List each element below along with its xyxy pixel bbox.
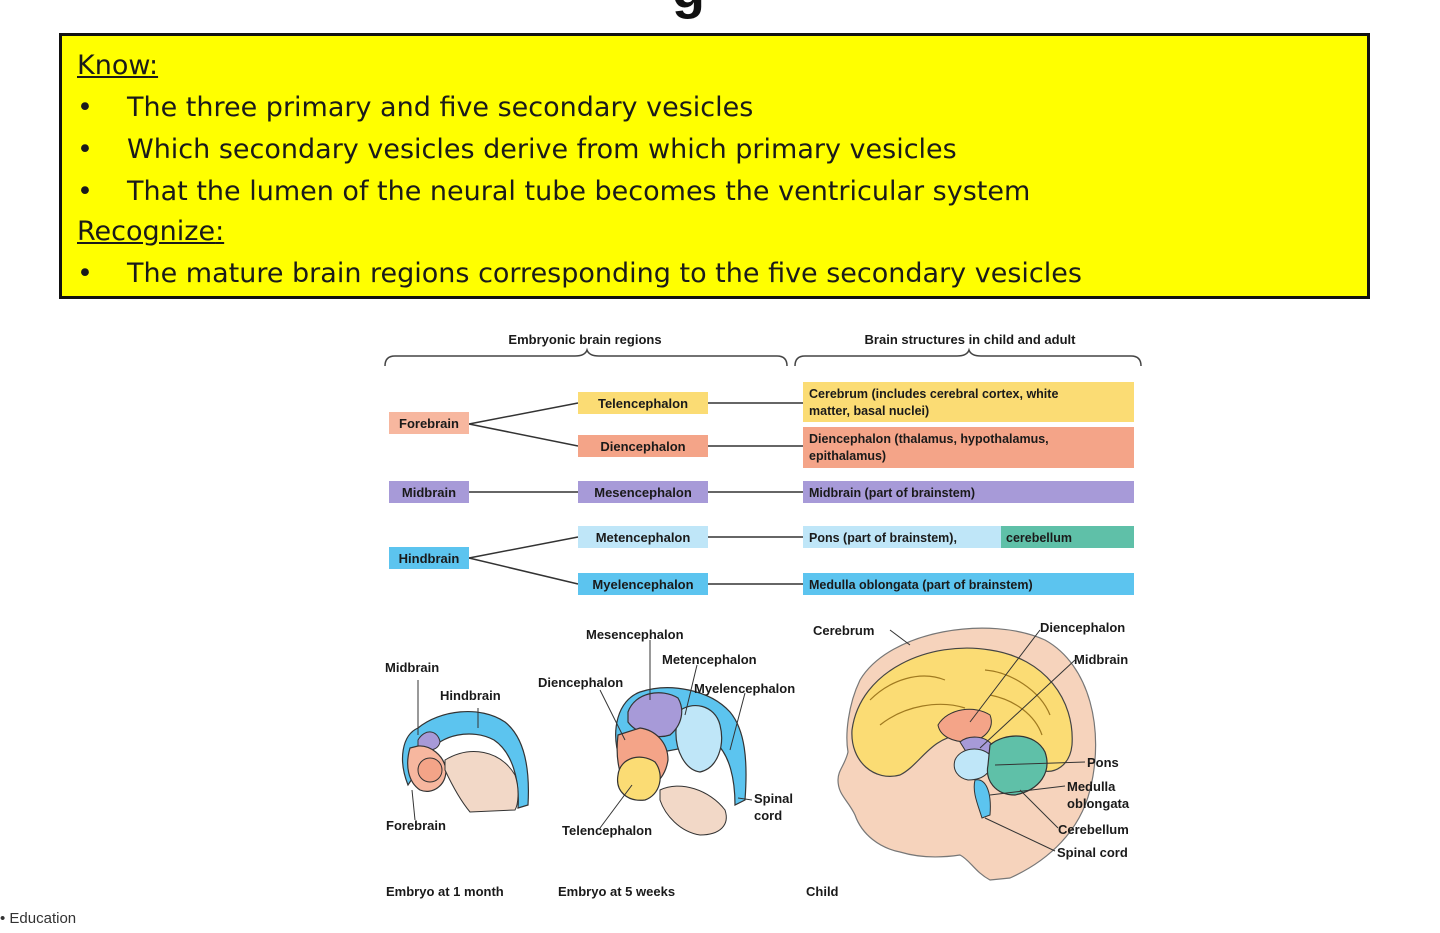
know-heading: Know: bbox=[77, 50, 159, 81]
brace-embryonic bbox=[384, 347, 788, 367]
svg-text:Pons (part of brainstem),: Pons (part of brainstem), bbox=[809, 531, 957, 545]
primary-midbrain: Midbrain bbox=[389, 481, 469, 503]
svg-text:epithalamus): epithalamus) bbox=[809, 449, 886, 463]
svg-text:Hindbrain: Hindbrain bbox=[399, 551, 460, 566]
secondary-telencephalon: Telencephalon bbox=[578, 392, 708, 414]
label-e2-telencephalon: Telencephalon bbox=[562, 823, 652, 838]
label-e2-metencephalon: Metencephalon bbox=[662, 652, 757, 667]
label-e2-cord: cord bbox=[754, 808, 782, 823]
svg-text:Midbrain (part of brainstem): Midbrain (part of brainstem) bbox=[809, 486, 975, 500]
label-e1-midbrain: Midbrain bbox=[385, 660, 439, 675]
svg-text:Diencephalon: Diencephalon bbox=[600, 439, 685, 454]
label-e1-forebrain: Forebrain bbox=[386, 818, 446, 833]
svg-text:Metencephalon: Metencephalon bbox=[596, 530, 691, 545]
learning-objectives-box: Know: •The three primary and five second… bbox=[59, 33, 1370, 299]
know-item: •That the lumen of the neural tube becom… bbox=[77, 176, 1031, 207]
primary-hindbrain: Hindbrain bbox=[389, 547, 469, 569]
recognize-item: •The mature brain regions corresponding … bbox=[77, 258, 1082, 289]
label-e2-myelencephalon: Myelencephalon bbox=[694, 681, 795, 696]
label-child-diencephalon: Diencephalon bbox=[1040, 620, 1125, 635]
svg-text:Telencephalon: Telencephalon bbox=[598, 396, 688, 411]
svg-text:Cerebrum (includes cerebral co: Cerebrum (includes cerebral cortex, whit… bbox=[809, 387, 1058, 401]
svg-text:Myelencephalon: Myelencephalon bbox=[592, 577, 693, 592]
secondary-diencephalon: Diencephalon bbox=[578, 435, 708, 457]
svg-text:Midbrain: Midbrain bbox=[402, 485, 456, 500]
adult-pons-cerebellum: Pons (part of brainstem), cerebellum bbox=[803, 526, 1134, 548]
label-e2-spinal: Spinal bbox=[754, 791, 793, 806]
label-e2-mesencephalon: Mesencephalon bbox=[586, 627, 684, 642]
recognize-heading: Recognize: bbox=[77, 216, 225, 247]
adult-cerebrum: Cerebrum (includes cerebral cortex, whit… bbox=[803, 382, 1134, 422]
secondary-myelencephalon: Myelencephalon bbox=[578, 573, 708, 595]
publisher-credit: • Education bbox=[0, 910, 77, 927]
embryo-1-month-illustration bbox=[401, 680, 529, 821]
header-embryonic: Embryonic brain regions bbox=[508, 332, 661, 347]
brace-adult bbox=[794, 347, 1142, 367]
label-child-cerebrum: Cerebrum bbox=[813, 623, 874, 638]
child-brain-illustration bbox=[837, 627, 1097, 881]
primary-forebrain: Forebrain bbox=[389, 412, 469, 434]
svg-text:Mesencephalon: Mesencephalon bbox=[594, 485, 692, 500]
svg-text:Medulla oblongata (part of bra: Medulla oblongata (part of brainstem) bbox=[809, 578, 1033, 592]
secondary-mesencephalon: Mesencephalon bbox=[578, 481, 708, 503]
adult-diencephalon: Diencephalon (thalamus, hypothalamus, ep… bbox=[803, 427, 1134, 468]
label-child-cerebellum: Cerebellum bbox=[1058, 822, 1129, 837]
svg-text:Diencephalon (thalamus, hypoth: Diencephalon (thalamus, hypothalamus, bbox=[809, 432, 1049, 446]
caption-embryo-1-month: Embryo at 1 month bbox=[386, 884, 504, 899]
secondary-metencephalon: Metencephalon bbox=[578, 526, 708, 548]
label-child-pons: Pons bbox=[1087, 755, 1119, 770]
know-item: •Which secondary vesicles derive from wh… bbox=[77, 134, 957, 165]
label-child-midbrain: Midbrain bbox=[1074, 652, 1128, 667]
know-item: •The three primary and five secondary ve… bbox=[77, 92, 754, 123]
label-child-spinal-cord: Spinal cord bbox=[1057, 845, 1128, 860]
adult-medulla: Medulla oblongata (part of brainstem) bbox=[803, 573, 1134, 595]
connector-lines bbox=[468, 402, 803, 585]
header-adult: Brain structures in child and adult bbox=[865, 332, 1077, 347]
adult-midbrain: Midbrain (part of brainstem) bbox=[803, 481, 1134, 503]
svg-text:matter, basal nuclei): matter, basal nuclei) bbox=[809, 404, 929, 418]
label-e2-diencephalon: Diencephalon bbox=[538, 675, 623, 690]
caption-child: Child bbox=[806, 884, 839, 899]
caption-embryo-5-weeks: Embryo at 5 weeks bbox=[558, 884, 675, 899]
embryo-5-weeks-illustration bbox=[599, 640, 753, 836]
label-e1-hindbrain: Hindbrain bbox=[440, 688, 501, 703]
svg-text:cerebellum: cerebellum bbox=[1006, 531, 1072, 545]
label-child-oblongata: oblongata bbox=[1067, 796, 1130, 811]
label-child-medulla: Medulla bbox=[1067, 779, 1116, 794]
svg-text:Forebrain: Forebrain bbox=[399, 416, 459, 431]
